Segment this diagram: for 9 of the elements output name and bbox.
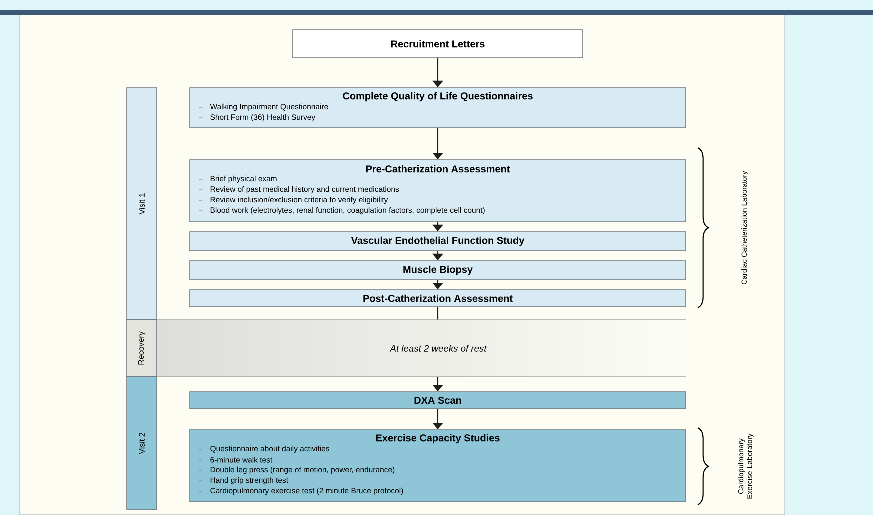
process-box: Vascular Endothelial Function Study <box>190 232 686 252</box>
process-box: Muscle Biopsy <box>190 260 686 280</box>
phase-tab: Visit 2 <box>126 376 158 510</box>
process-box: Recruitment Letters <box>292 30 584 58</box>
phase-tab: Visit 1 <box>126 88 158 320</box>
phase-tab: Recovery <box>126 320 158 378</box>
process-box: Post-Catherization Assessment <box>190 290 686 308</box>
rest-band: At least 2 weeks of rest <box>156 320 686 378</box>
process-box: DXA Scan <box>190 392 686 410</box>
